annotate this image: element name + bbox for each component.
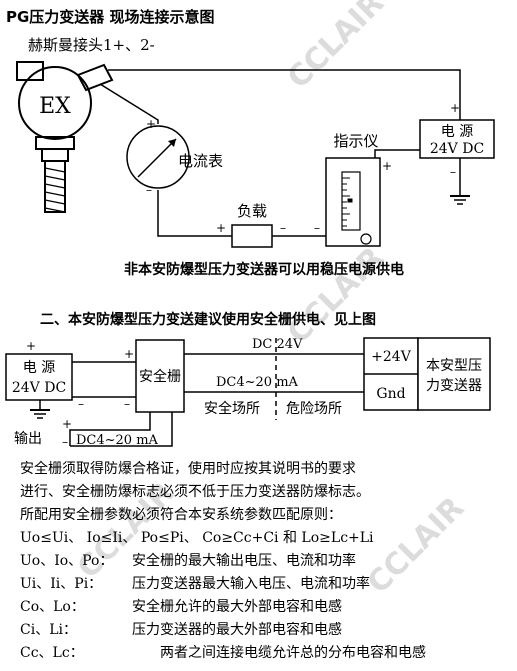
is-power-plus: + (26, 339, 36, 353)
notes-line: 所配用安全栅参数必须符合本安系统参数匹配原则： (20, 504, 510, 527)
hart-connector-label: 赫斯曼接头1+、2- (28, 36, 155, 54)
is-power-voltage: 24V DC (12, 380, 66, 396)
indicator-instrument (325, 157, 381, 247)
is-circuit-wires (30, 338, 364, 447)
indicator-knob (360, 233, 372, 245)
power-plus: + (450, 101, 460, 115)
power-minus: – (450, 165, 456, 179)
thread-body (44, 161, 66, 213)
transmitter-fitting (41, 148, 69, 162)
safe-area-label: 安全场所 (204, 400, 260, 417)
parameter-rule-text: Uo≤Ui、 Io≤Ii、 Po≤Pi、 Co≥Cc+Ci 和 Lo≥Lc+Li (20, 530, 374, 546)
wire-output-plus (69, 412, 151, 446)
is-power-supply-box (5, 353, 73, 401)
terminal-gnd: Gnd (376, 386, 405, 402)
definition-row: Uo、Io、Po： 安全栅的最大输出电压、电流和功率 (20, 550, 510, 573)
ammeter-label: 电流表 (178, 152, 223, 170)
definition-value: 压力变送器最大输入电压、电流和功率 (132, 576, 370, 592)
wire-output-minus (70, 412, 173, 447)
pressure-transmitter (16, 61, 114, 213)
terminal-24v: +24V (371, 349, 412, 365)
indicator-minus: – (314, 221, 320, 235)
wire-indicator-power (374, 149, 461, 196)
definition-key: Ci、Li： (20, 622, 77, 638)
is-transmitter-box (417, 337, 491, 411)
scale-ticks (342, 177, 350, 227)
parameter-rule: Uo≤Ui、 Io≤Ii、 Po≤Pi、 Co≥Cc+Ci 和 Lo≥Lc+Li (20, 527, 510, 550)
thread-lines (44, 167, 66, 213)
notes-line: 进行、安全栅防爆标志必须不低于压力变送器防爆标志。 (20, 481, 510, 504)
notes-line-text: 进行、安全栅防爆标志必须不低于压力变送器防爆标志。 (20, 484, 370, 500)
output-label: 输出 (14, 431, 42, 447)
definition-value: 安全栅的最大输出电压、电流和功率 (132, 553, 356, 569)
safety-barrier-label: 安全栅 (139, 368, 181, 385)
power-label: 电 源 (441, 124, 473, 140)
output-minus: – (62, 435, 68, 449)
ammeter-minus: – (146, 183, 152, 197)
watermark-text: CCLAIR (281, 0, 391, 96)
definition-key: Co、Lo： (20, 599, 85, 615)
output-plus: + (62, 417, 72, 431)
wire-to-ammeter (99, 83, 159, 124)
load-label: 负载 (237, 202, 267, 220)
power-supply-box (419, 119, 495, 159)
ex-mark: EX (39, 94, 71, 119)
definition-row: Ui、Ii、Pi： 压力变送器最大输入电压、电流和功率 (20, 573, 510, 596)
watermark-text: CCLAIR (281, 241, 391, 351)
definition-row: Cc、Lc： 两者之间连接电缆允许总的分布电容和电感 (20, 642, 510, 665)
indicator-pointer (347, 198, 353, 203)
power-voltage: 24V DC (430, 141, 484, 157)
definition-key: Cc、Lc： (20, 645, 84, 661)
dc420-label: DC4~20 mA (216, 375, 299, 390)
hazard-area-label: 危险场所 (286, 401, 342, 417)
wire-positive (108, 69, 461, 120)
load-plus: + (216, 221, 226, 235)
diagram-title: PG压力变送器 现场连接示意图 (6, 8, 215, 26)
load-resistor (231, 224, 273, 248)
definition-row: Co、Lo： 安全栅允许的最大外部电容和电感 (20, 596, 510, 619)
ammeter-needle (137, 138, 177, 178)
notes-line: 安全栅须取得防爆合格证，使用时应按其说明书的要求 (20, 458, 510, 481)
definition-value: 压力变送器的最大外部电容和电感 (132, 622, 342, 638)
ammeter-plus: + (146, 117, 156, 131)
definition-value: 两者之间连接电缆允许总的分布电容和电感 (160, 645, 426, 661)
barrier-plus: + (124, 347, 134, 361)
is-power-minus: – (78, 397, 84, 411)
caption-non-is: 非本安防爆型压力变送器可以用稳压电源供电 (124, 261, 404, 278)
is-transmitter-line2: 力变送器 (426, 378, 482, 394)
cable-connector (76, 63, 114, 92)
load-minus: – (280, 221, 286, 235)
transmitter-head (18, 66, 92, 140)
ammeter (126, 125, 190, 189)
definition-key: Uo、Io、Po： (20, 553, 114, 569)
arrow-icon (168, 139, 176, 147)
is-transmitter-line1: 本安型压 (426, 358, 482, 374)
notes-line-text: 所配用安全栅参数必须符合本安系统参数匹配原则： (20, 507, 342, 523)
definition-value: 安全栅允许的最大外部电容和电感 (132, 599, 342, 615)
output-signal: DC4~20 mA (76, 433, 159, 448)
safety-barrier-box (135, 339, 185, 413)
barrier-minus: – (124, 397, 130, 411)
definition-key: Ui、Ii、Pi： (20, 576, 103, 592)
circuit-wires (99, 69, 470, 237)
requirements-notes: 安全栅须取得防爆合格证，使用时应按其说明书的要求 进行、安全栅防爆标志必须不低于… (20, 458, 510, 665)
indicator-label: 指示仪 (333, 132, 378, 150)
wire-ammeter-load (157, 190, 232, 237)
transmitter-cap (16, 61, 44, 81)
notes-line-text: 安全栅须取得防爆合格证，使用时应按其说明书的要求 (20, 461, 356, 477)
definition-row: Ci、Li： 压力变送器的最大外部电容和电感 (20, 619, 510, 642)
section2-title: 二、本安防爆型压力变送建议使用安全栅供电、见上图 (40, 311, 376, 328)
indicator-plus: + (382, 159, 392, 173)
dc24v-label: DC 24V (252, 337, 303, 352)
is-power-label: 电 源 (23, 360, 55, 376)
